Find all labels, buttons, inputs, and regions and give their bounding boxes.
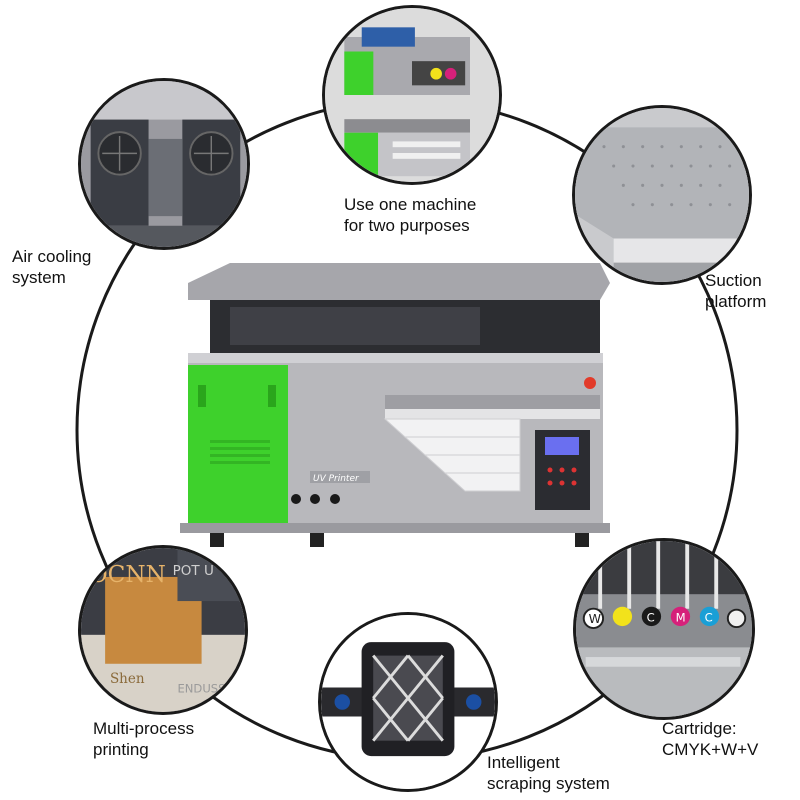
cartridge-photo: W C M C [576, 541, 752, 717]
label-two-purposes: Use one machine for two purposes [344, 195, 477, 235]
ink-letter-w: W [589, 611, 602, 626]
label-cartridge: Cartridge: CMYK+W+V [662, 719, 759, 759]
sample-text-2: POT U [173, 563, 214, 579]
label-multi-process: Multi-process printing [93, 719, 195, 759]
uv-printer-image: UV Printer [180, 263, 610, 547]
label-air-cooling: Air cooling system [12, 247, 92, 287]
two-purposes-photo [325, 8, 499, 182]
suction-photo [575, 108, 749, 282]
bubble-air-cooling [78, 78, 250, 250]
ink-letter-c1: C [647, 610, 655, 624]
label-scraping: Intelligent scraping system [487, 753, 610, 793]
multi-process-photo: OCNN POT U Shen ENDUSS [81, 548, 245, 712]
scraping-photo [321, 615, 495, 789]
label-suction: Suction platform [705, 271, 767, 311]
bubble-cartridge: W C M C [573, 538, 755, 720]
air-cooling-photo [81, 81, 247, 247]
suction-holes [602, 145, 732, 207]
bubble-two-purposes [322, 5, 502, 185]
ink-letter-c2: C [705, 610, 713, 624]
sample-text-3: Shen [110, 671, 145, 687]
sample-text-4: ENDUSS [177, 682, 225, 696]
bubble-multi-process: OCNN POT U Shen ENDUSS [78, 545, 248, 715]
uv-printer-badge: UV Printer [313, 474, 360, 484]
bubble-suction [572, 105, 752, 285]
capping-mesh [372, 654, 444, 742]
bubble-scraping [318, 612, 498, 792]
ink-letter-m: M [676, 610, 686, 624]
